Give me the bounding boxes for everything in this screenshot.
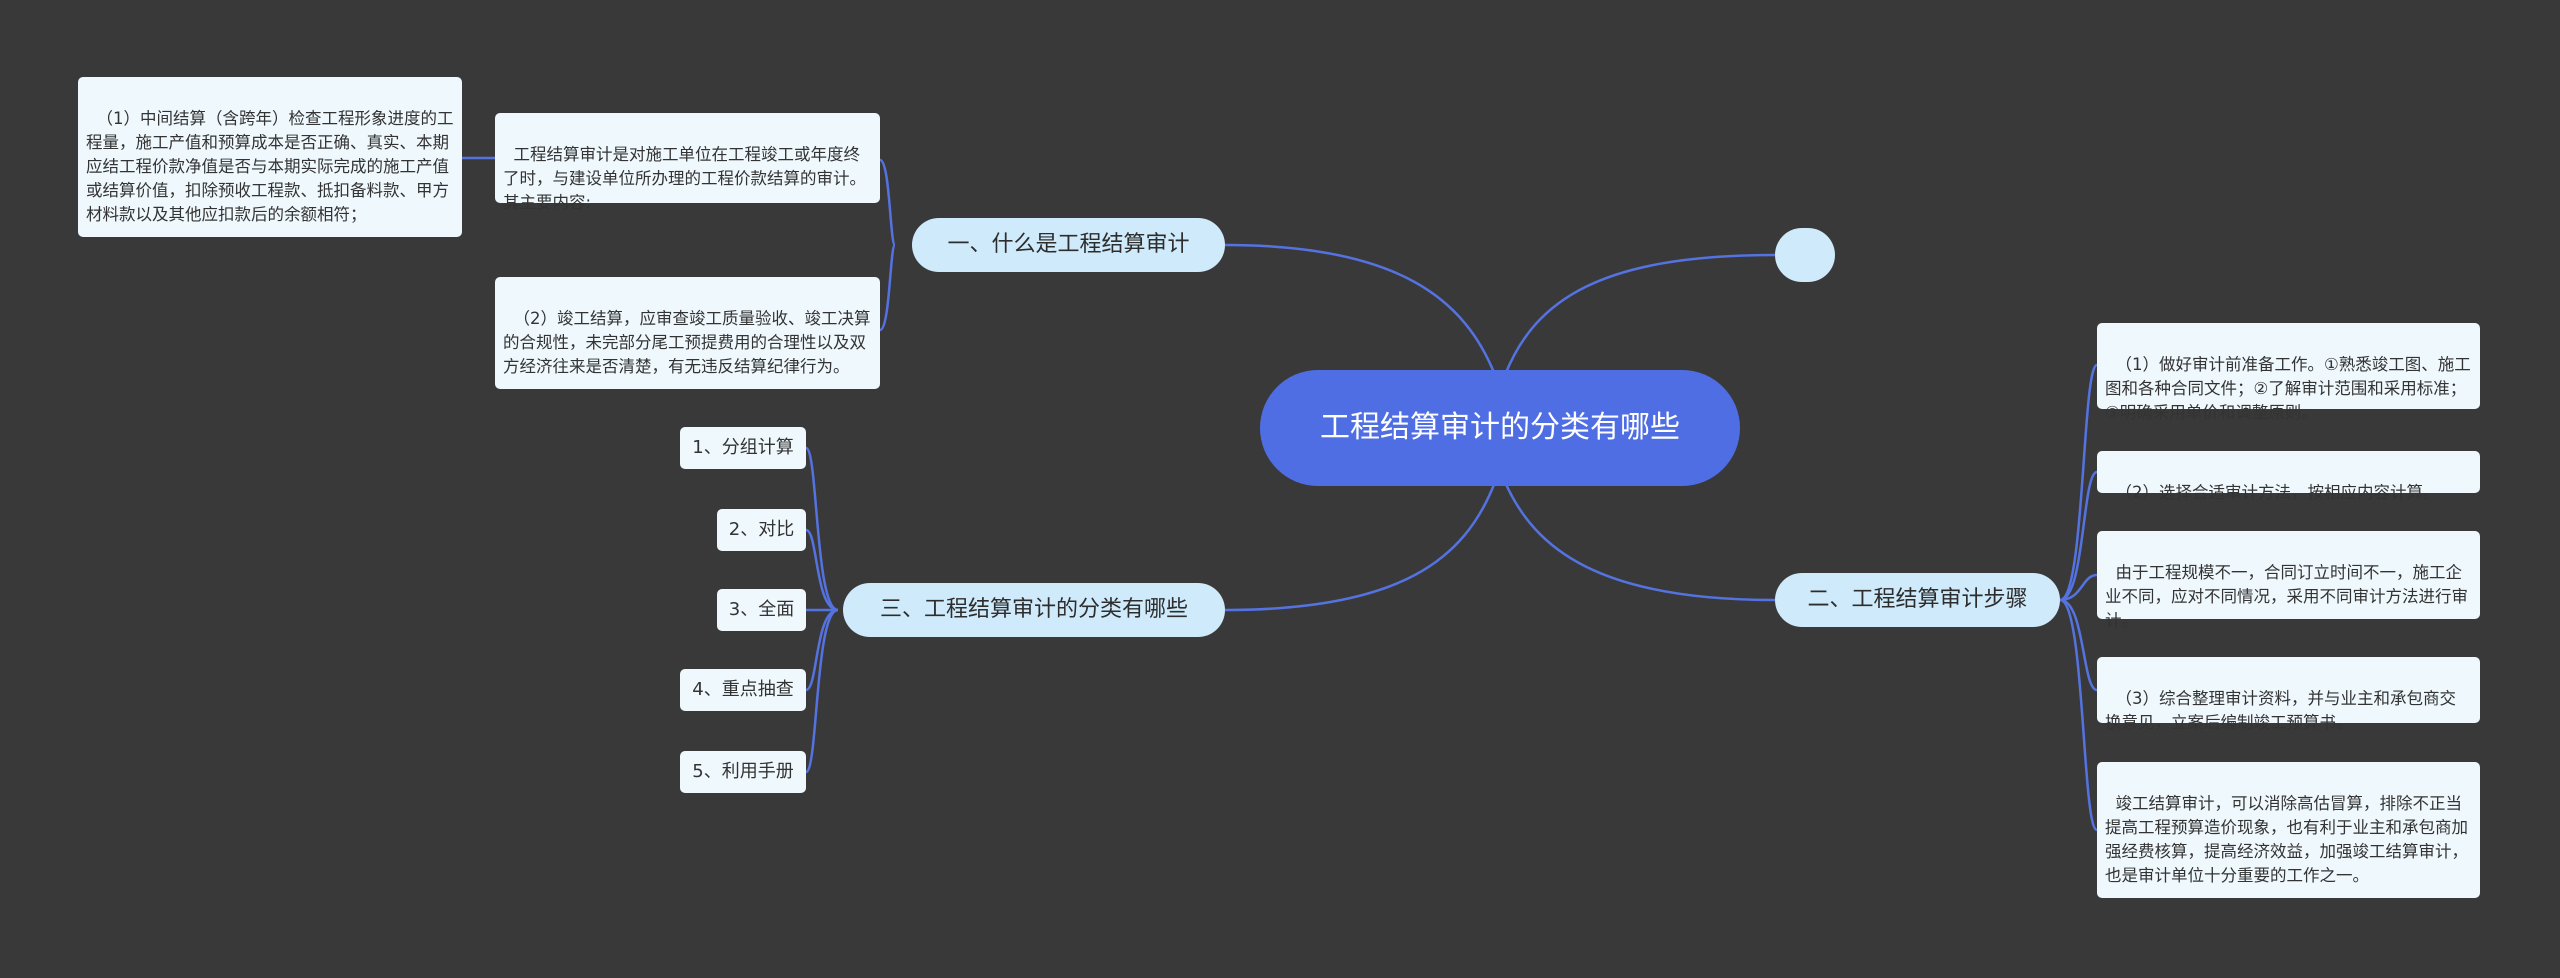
- leaf-text: 4、重点抽查: [692, 679, 794, 700]
- leaf-final-settlement[interactable]: （2）竣工结算，应审查竣工质量验收、竣工决算的合规性，未完部分尾工预提费用的合理…: [495, 277, 880, 389]
- leaf-category-5[interactable]: 5、利用手册: [680, 751, 806, 793]
- leaf-category-1[interactable]: 1、分组计算: [680, 427, 806, 469]
- link-b2-c2: [2059, 470, 2098, 602]
- branch-what-is-audit[interactable]: 一、什么是工程结算审计: [912, 218, 1225, 272]
- branch-label: 一、什么是工程结算审计: [947, 232, 1190, 257]
- leaf-text: 3、全面: [728, 599, 795, 620]
- leaf-interim-settlement[interactable]: （1）中间结算（含跨年）检查工程形象进度的工程量，施工产值和预算成本是否正确、真…: [78, 77, 462, 237]
- leaf-text: 工程结算审计是对施工单位在工程竣工或年度终了时，与建设单位所办理的工程价款结算的…: [503, 145, 866, 212]
- leaf-text: （2）选择合适审计方法，按相应内容计算。: [2115, 483, 2440, 502]
- branch-audit-categories[interactable]: 三、工程结算审计的分类有哪些: [843, 583, 1225, 637]
- leaf-category-3[interactable]: 3、全面: [717, 589, 806, 631]
- link-b3-c4: [805, 608, 839, 692]
- branch-label: 三、工程结算审计的分类有哪些: [879, 597, 1188, 622]
- leaf-text: （2）竣工结算，应审查竣工质量验收、竣工决算的合规性，未完部分尾工预提费用的合理…: [503, 309, 871, 376]
- leaf-category-2[interactable]: 2、对比: [717, 509, 806, 551]
- leaf-text: （3）综合整理审计资料，并与业主和承包商交换意见，立案后编制竣工预算书。: [2105, 689, 2456, 732]
- root-topic[interactable]: 工程结算审计的分类有哪些: [1260, 370, 1740, 486]
- leaf-category-4[interactable]: 4、重点抽查: [680, 669, 806, 711]
- leaf-text: 2、对比: [728, 519, 795, 540]
- link-b2-c3: [2059, 573, 2098, 602]
- leaf-step-prepare[interactable]: （1）做好审计前准备工作。①熟悉竣工图、施工图和各种合同文件；②了解审计范围和采…: [2097, 323, 2480, 422]
- branch-label: 二、工程结算审计步骤: [1807, 587, 2028, 612]
- link-b2-c4: [2059, 598, 2098, 692]
- link-root-b3: [1224, 481, 1497, 612]
- leaf-step-method[interactable]: （2）选择合适审计方法，按相应内容计算。: [2097, 451, 2480, 502]
- leaf-text: （1）中间结算（含跨年）检查工程形象进度的工程量，施工产值和预算成本是否正确、真…: [86, 109, 454, 224]
- link-b3-c1: [804, 446, 839, 612]
- leaf-text: 由于工程规模不一，合同订立时间不一，施工企业不同，应对不同情况，采用不同审计方法…: [2105, 563, 2468, 630]
- link-root-b2: [1503, 481, 1776, 602]
- leaf-step-scale-note[interactable]: 由于工程规模不一，合同订立时间不一，施工企业不同，应对不同情况，采用不同审计方法…: [2097, 531, 2480, 630]
- link-b1-intro: [878, 158, 897, 247]
- leaf-text: （1）做好审计前准备工作。①熟悉竣工图、施工图和各种合同文件；②了解审计范围和采…: [2105, 355, 2471, 422]
- link-b3-c5: [804, 608, 839, 774]
- link-root-b4: [1503, 253, 1776, 376]
- leaf-text: 竣工结算审计，可以消除高估冒算，排除不正当提高工程预算造价现象，也有利于业主和承…: [2105, 794, 2468, 885]
- branch-empty-topic[interactable]: [1775, 228, 1835, 282]
- leaf-audit-intro[interactable]: 工程结算审计是对施工单位在工程竣工或年度终了时，与建设单位所办理的工程价款结算的…: [495, 113, 880, 212]
- root-topic-label: 工程结算审计的分类有哪些: [1320, 410, 1680, 445]
- link-b3-c2: [805, 528, 839, 612]
- leaf-step-importance[interactable]: 竣工结算审计，可以消除高估冒算，排除不正当提高工程预算造价现象，也有利于业主和承…: [2097, 762, 2480, 898]
- leaf-text: 1、分组计算: [692, 437, 794, 458]
- link-b2-c5: [2059, 598, 2099, 832]
- leaf-text: 5、利用手册: [692, 761, 794, 782]
- link-b1-item2: [878, 243, 897, 332]
- branch-audit-steps[interactable]: 二、工程结算审计步骤: [1775, 573, 2060, 627]
- leaf-step-compile[interactable]: （3）综合整理审计资料，并与业主和承包商交换意见，立案后编制竣工预算书。: [2097, 657, 2480, 732]
- link-b2-c1: [2059, 363, 2099, 602]
- link-root-b1: [1224, 243, 1497, 376]
